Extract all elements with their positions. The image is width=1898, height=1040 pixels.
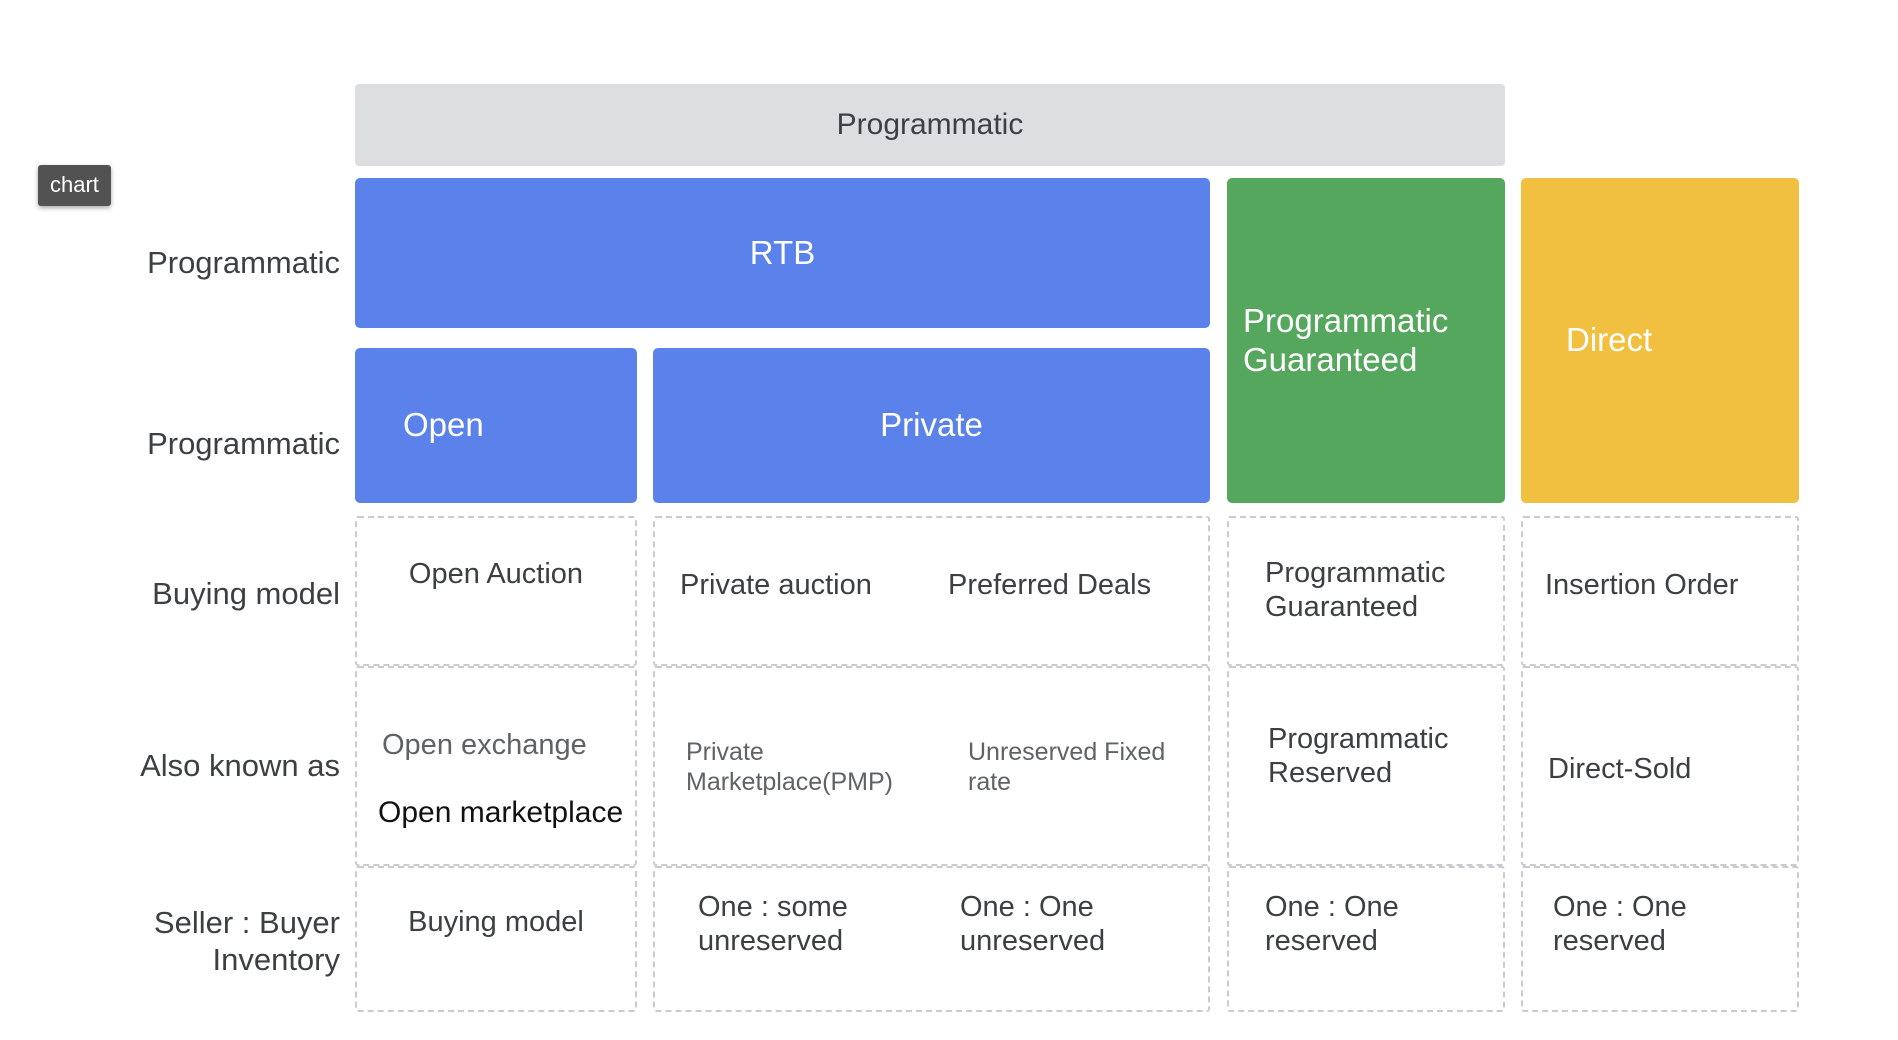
matrix-cell [355, 866, 637, 1012]
row-label-programmatic-bottom: Programmatic [147, 426, 340, 461]
block-open-label: Open [403, 406, 484, 444]
programmatic-header-label: Programmatic [836, 108, 1024, 141]
block-programmatic-guaranteed[interactable]: Programmatic Guaranteed [1227, 178, 1505, 503]
matrix-text-one-one-unreserved: One : One unreserved [960, 891, 1106, 958]
matrix-text-private-marketplace-pmp: Private Marketplace(PMP) [686, 738, 893, 796]
matrix-cell [1227, 866, 1505, 1012]
matrix-cell [355, 516, 637, 666]
matrix-text-programmatic-reserved: Programmatic Reserved [1268, 723, 1449, 790]
block-private-label: Private [880, 406, 983, 444]
matrix-cell [653, 866, 1210, 1012]
block-rtb[interactable]: RTB [355, 178, 1210, 328]
block-programmatic-guaranteed-label: Programmatic Guaranteed [1243, 302, 1449, 378]
matrix-cell [355, 666, 637, 866]
block-direct[interactable]: Direct [1521, 178, 1799, 503]
matrix-text-insertion-order: Insertion Order [1545, 569, 1739, 601]
matrix-text-preferred-deals: Preferred Deals [948, 569, 1152, 601]
matrix-text-one-one-reserved-direct: One : One reserved [1553, 891, 1687, 958]
matrix-text-buying-model: Buying model [408, 906, 584, 938]
chart-tooltip-badge: chart [38, 165, 111, 206]
matrix-cell [1227, 516, 1505, 666]
matrix-text-direct-sold: Direct-Sold [1548, 753, 1692, 785]
matrix-text-open-marketplace: Open marketplace [378, 796, 624, 829]
row-label-also-known-as: Also known as [140, 748, 340, 783]
matrix-text-one-one-reserved-pg: One : One reserved [1265, 891, 1399, 958]
row-label-buying-model: Buying model [152, 576, 340, 611]
matrix-cell [653, 666, 1210, 866]
matrix-text-private-auction: Private auction [680, 569, 872, 601]
row-label-programmatic-top: Programmatic [147, 245, 340, 280]
matrix-cell [653, 516, 1210, 666]
block-direct-label: Direct [1566, 321, 1653, 359]
matrix-text-one-some-unreserved: One : some unreserved [698, 891, 848, 958]
matrix-cell [1227, 666, 1505, 866]
block-open[interactable]: Open [355, 348, 637, 503]
block-rtb-label: RTB [749, 233, 816, 271]
matrix-text-open-exchange: Open exchange [382, 729, 587, 761]
matrix-cell [1521, 516, 1799, 666]
matrix-text-open-auction: Open Auction [408, 558, 584, 590]
matrix-text-unreserved-fixed-rate: Unreserved Fixed rate [968, 738, 1166, 796]
matrix-text-programmatic-guaranteed: Programmatic Guaranteed [1265, 557, 1446, 624]
programmatic-header-bar: Programmatic [355, 84, 1505, 166]
row-label-seller-buyer-inventory: Seller : Buyer Inventory [153, 905, 340, 977]
block-private[interactable]: Private [653, 348, 1210, 503]
matrix-cell [1521, 666, 1799, 866]
matrix-cell [1521, 866, 1799, 1012]
